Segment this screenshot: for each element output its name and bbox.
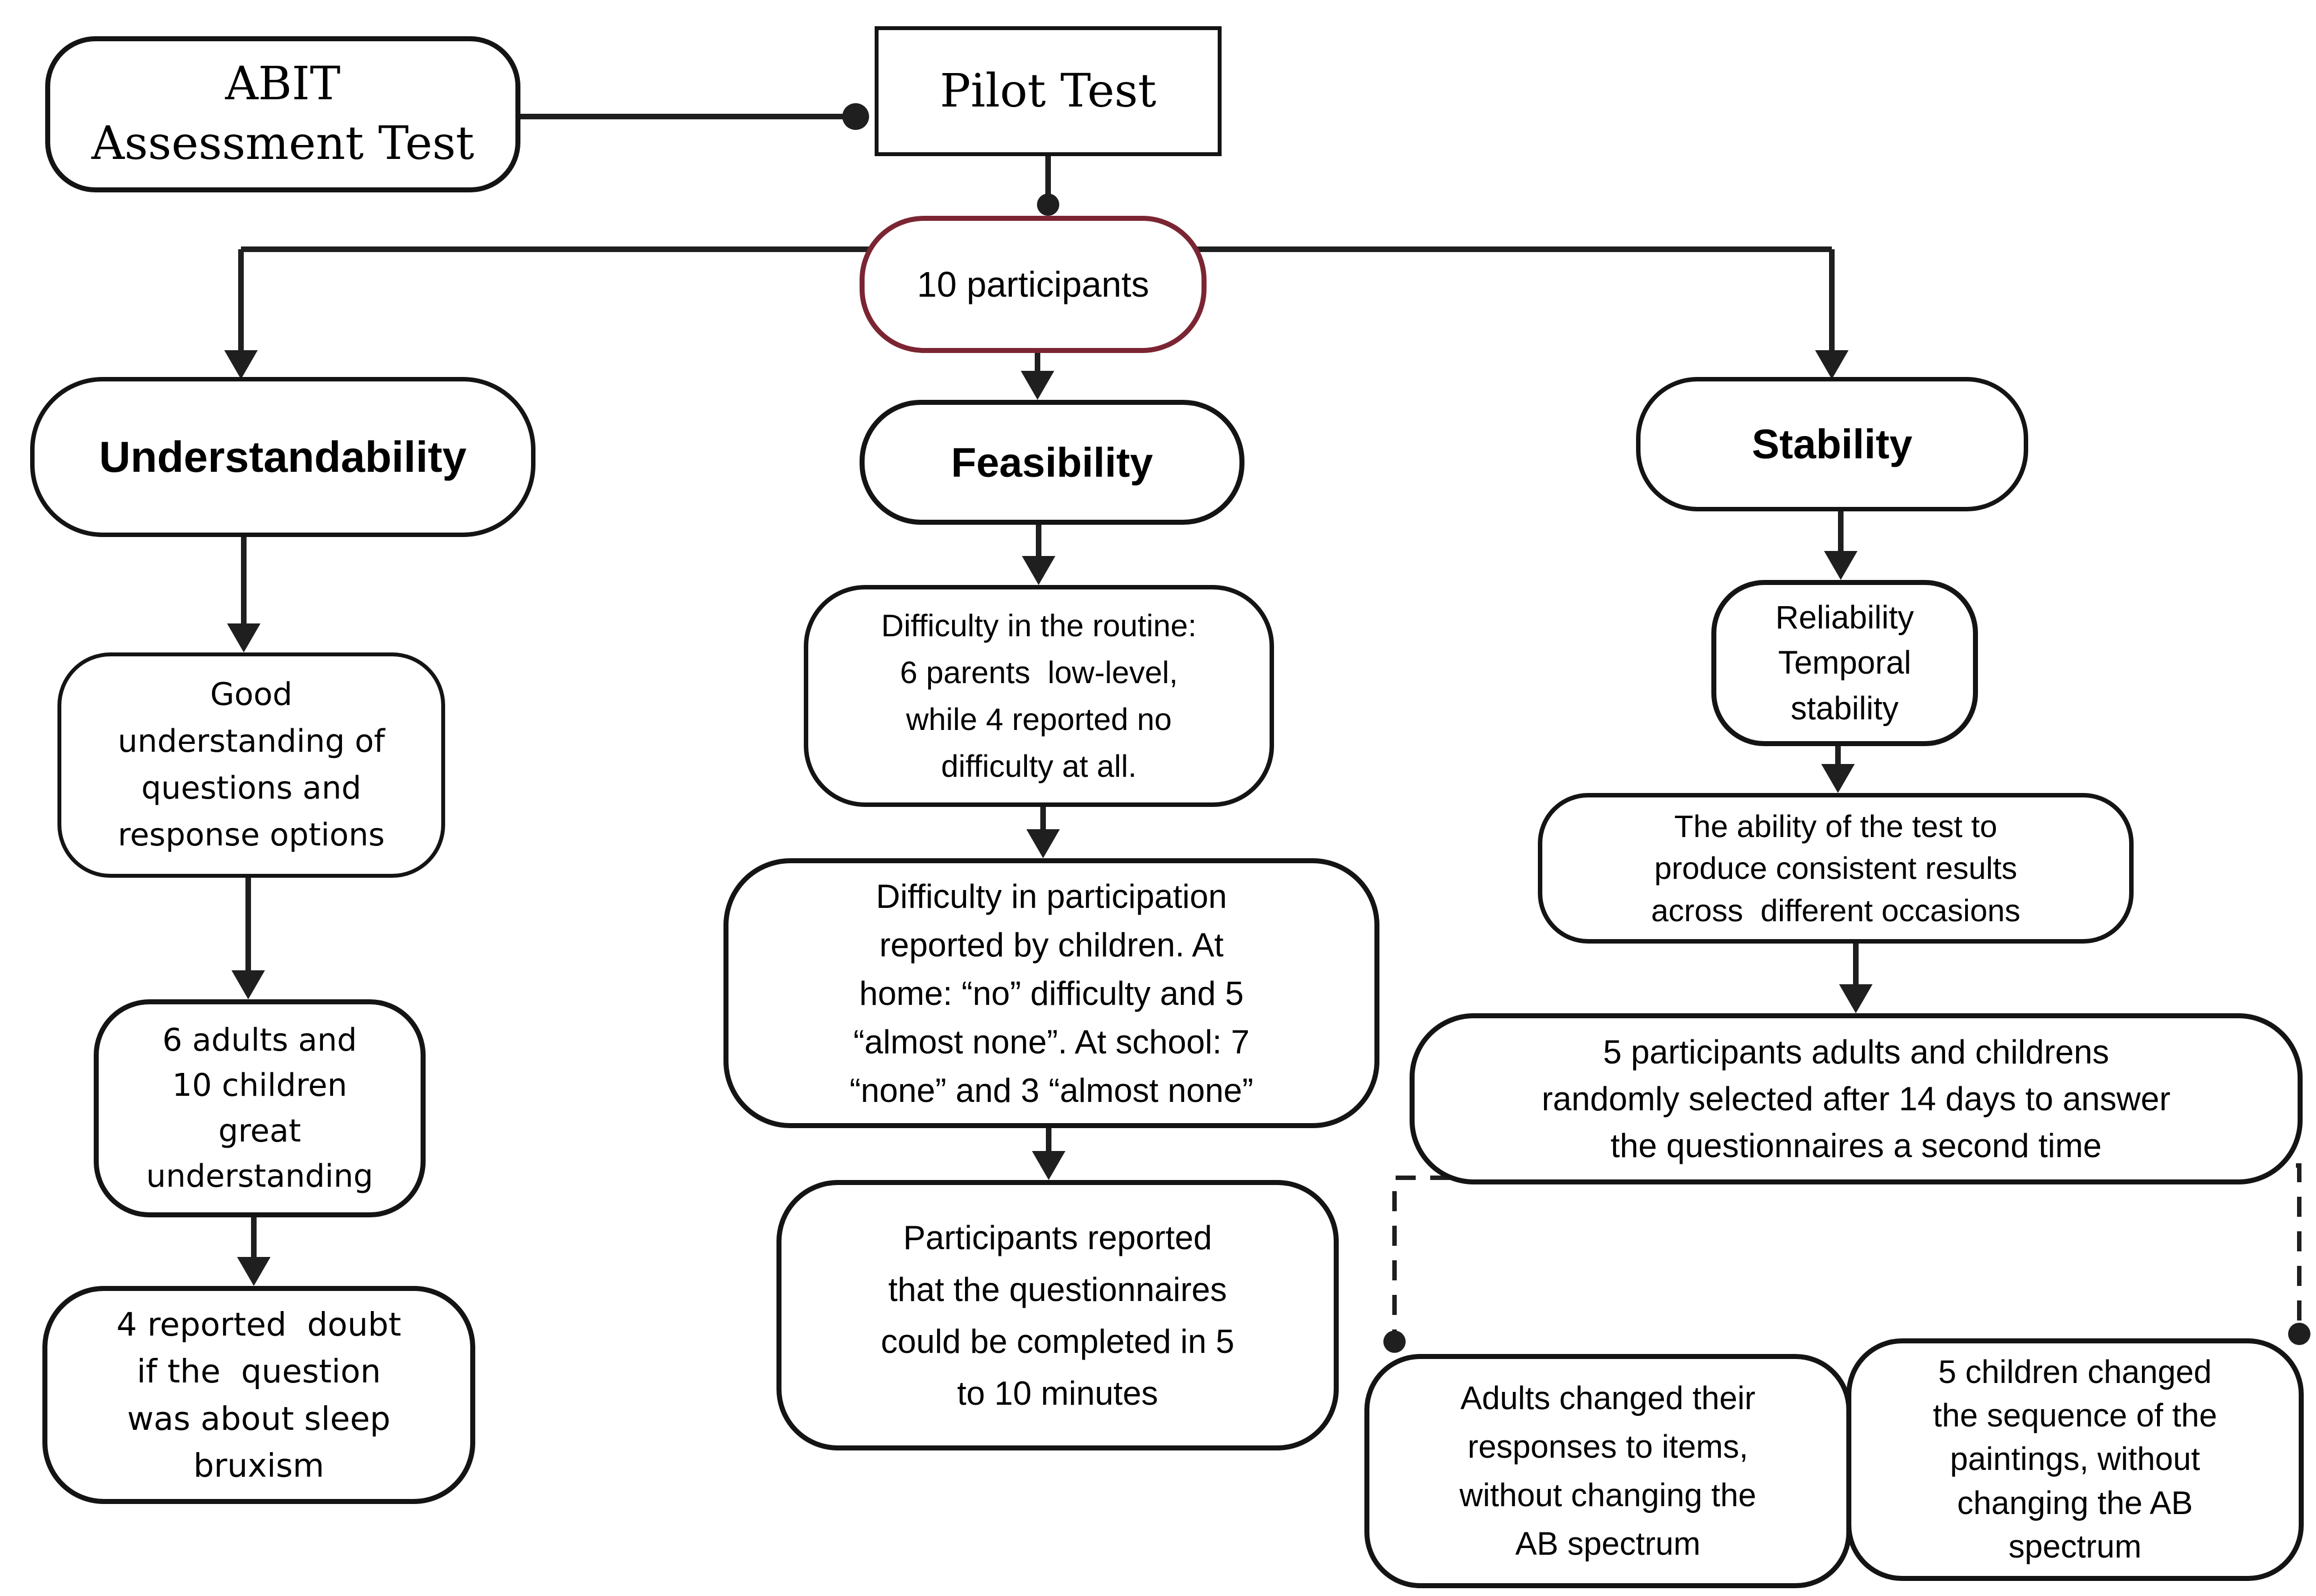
node-pilot-label: Pilot Test — [940, 65, 1156, 118]
arrowhead-ability — [1821, 764, 1855, 793]
dot-head-participants — [1037, 194, 1059, 216]
node-abit-label: ABIT Assessment Test — [91, 57, 475, 170]
node-difficulty-routine: Difficulty in the routine: 6 parents low… — [804, 585, 1274, 807]
dashed-connector-retest-to-children-changed — [2261, 1163, 2301, 1325]
node-good-understanding: Good understanding of questions and resp… — [57, 652, 445, 878]
node-feasibility-label: Feasibility — [951, 439, 1153, 486]
node-5-participants-retest: 5 participants adults and childrens rand… — [1410, 1013, 2303, 1184]
dot-head-pilot — [842, 103, 869, 130]
node-ability-label: The ability of the test to produce consi… — [1651, 808, 2020, 928]
node-understandability: Understandability — [30, 377, 535, 537]
arrowhead-understandability — [224, 350, 258, 379]
node-questionnaire-time: Participants reported that the questionn… — [776, 1180, 1339, 1450]
node-adults-changed-label: Adults changed their responses to items,… — [1459, 1380, 1757, 1562]
node-feasibility: Feasibility — [860, 400, 1244, 525]
node-abit-assessment-test: ABIT Assessment Test — [45, 36, 520, 192]
node-routine-label: Difficulty in the routine: 6 parents low… — [881, 608, 1197, 784]
node-stability-label: Stability — [1752, 421, 1913, 467]
node-understandability-label: Understandability — [99, 432, 467, 481]
node-children-changed-sequence: 5 children changed the sequence of the p… — [1846, 1338, 2304, 1581]
arrowhead-retest — [1839, 984, 1873, 1013]
node-difficulty-participation: Difficulty in participation reported by … — [723, 858, 1379, 1128]
node-10-participants: 10 participants — [860, 216, 1207, 353]
node-doubt-label: 4 reported doubt if the question was abo… — [116, 1305, 402, 1484]
arrowhead-reliability — [1824, 551, 1857, 580]
dot-head-adults-changed — [1383, 1331, 1406, 1353]
arrowhead-questionnaires — [1032, 1151, 1065, 1180]
node-pilot-test: Pilot Test — [875, 26, 1222, 156]
arrowhead-adults6 — [231, 970, 265, 999]
node-test-consistency-definition: The ability of the test to produce consi… — [1538, 793, 2134, 944]
node-participation-label: Difficulty in participation reported by … — [850, 877, 1253, 1109]
node-reliability-temporal-stability: Reliability Temporal stability — [1711, 580, 1978, 746]
arrowhead-good — [227, 623, 260, 652]
node-children-changed-label: 5 children changed the sequence of the p… — [1933, 1353, 2217, 1565]
node-good-label: Good understanding of questions and resp… — [118, 676, 385, 853]
dashed-connector-retest-to-adults-changed — [1392, 1176, 1450, 1334]
arrowhead-participation — [1026, 829, 1060, 858]
node-4-reported-doubt: 4 reported doubt if the question was abo… — [42, 1286, 475, 1504]
node-6-adults-10-children: 6 adults and 10 children great understan… — [94, 999, 426, 1217]
node-adults-changed-responses: Adults changed their responses to items,… — [1364, 1354, 1851, 1588]
arrowhead-feasibility — [1021, 371, 1054, 400]
node-reliability-label: Reliability Temporal stability — [1775, 599, 1914, 727]
node-participants-label: 10 participants — [916, 264, 1150, 304]
arrowhead-doubt — [237, 1257, 271, 1286]
node-questionnaires-label: Participants reported that the questionn… — [881, 1218, 1234, 1412]
node-stability: Stability — [1636, 377, 2028, 511]
arrowhead-routine — [1022, 556, 1055, 585]
node-adults6-label: 6 adults and 10 children great understan… — [146, 1022, 374, 1194]
arrowhead-stability — [1815, 350, 1849, 379]
dot-head-children-changed — [2288, 1323, 2310, 1345]
node-retest-label: 5 participants adults and childrens rand… — [1541, 1033, 2171, 1164]
